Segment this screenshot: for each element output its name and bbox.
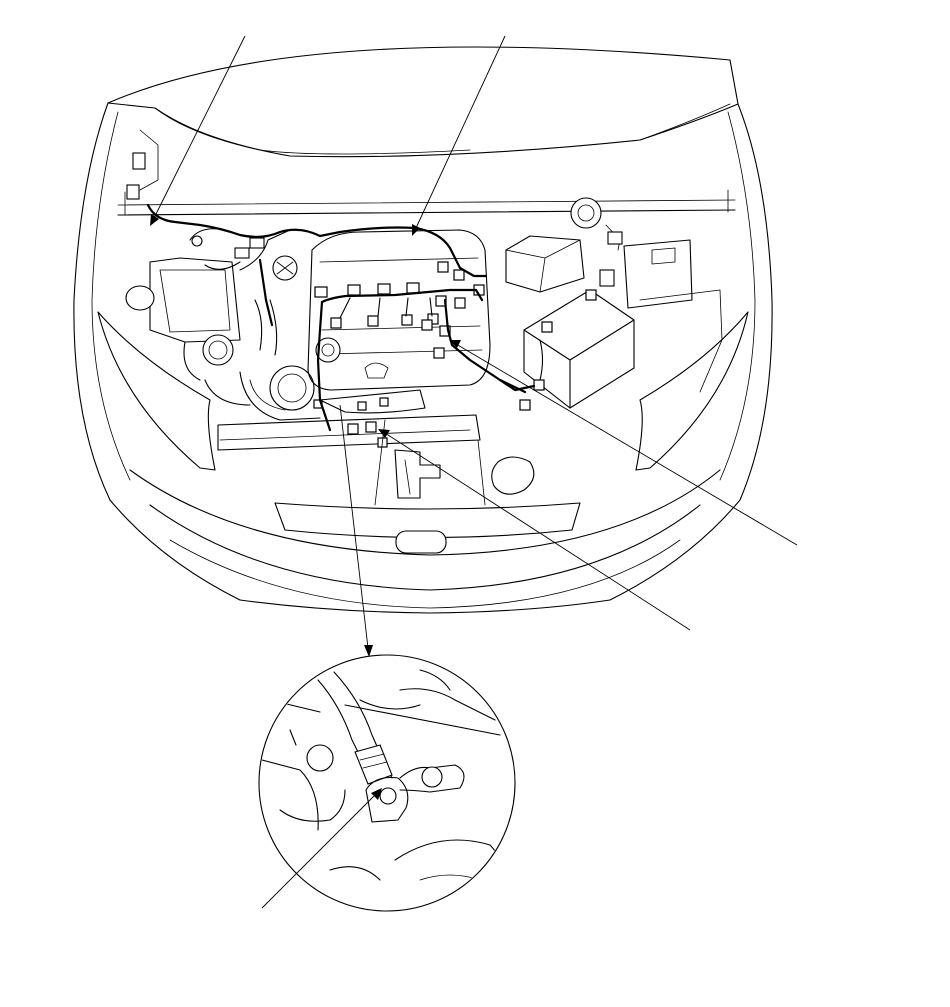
leader-right-connector [449, 340, 798, 546]
leader-to-detail [339, 404, 373, 657]
left-components [125, 129, 481, 451]
vehicle-body-outline [73, 102, 773, 614]
right-components [498, 197, 723, 411]
leader-harness-top [412, 35, 506, 236]
leader-detail-connector [261, 788, 382, 909]
leader-left-ground [150, 35, 246, 226]
engine-block [307, 226, 527, 448]
hood-outline [107, 46, 739, 158]
detail-view [258, 654, 516, 912]
leader-lower-connector [378, 429, 691, 631]
